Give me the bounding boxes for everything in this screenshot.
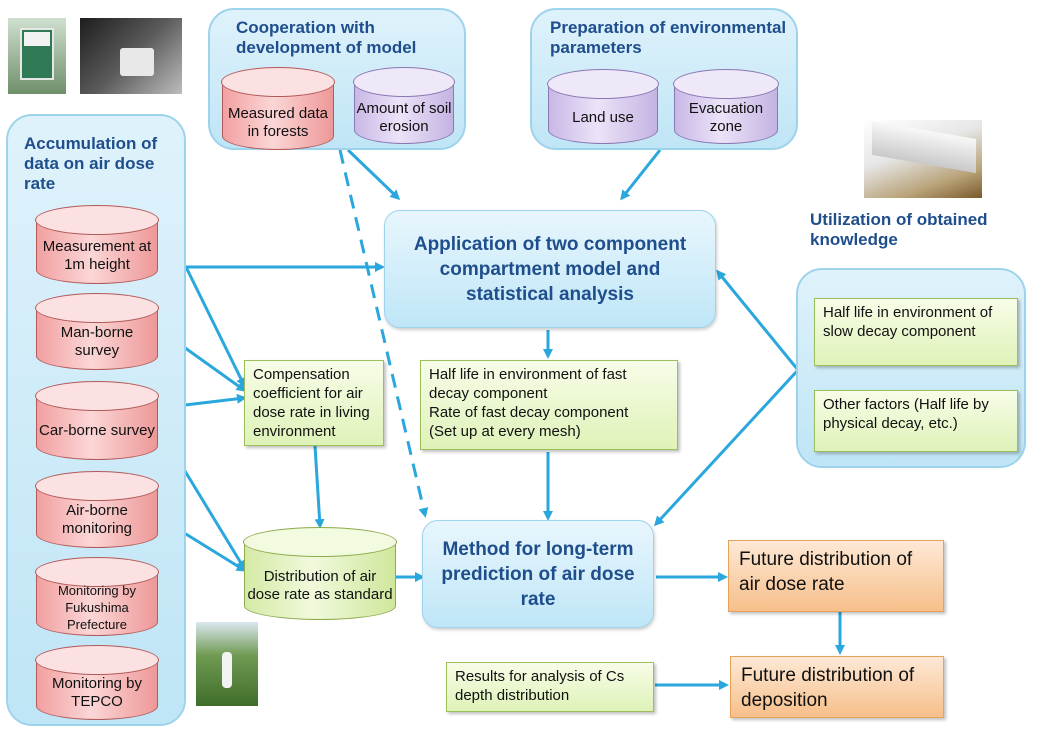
dosimeter-photo <box>8 18 66 94</box>
compensation-box: Compensation coefficient for air dose ra… <box>244 360 384 446</box>
evacuation-zone-cylinder: Evacuation zone <box>673 69 779 144</box>
half-life-fast-box: Half life in environment of fast decay c… <box>420 360 678 450</box>
arrow-utilization-to-method <box>653 368 800 527</box>
tepco-label: Monitoring by TEPCO <box>51 675 143 710</box>
distribution-standard-cylinder: Distribution of air dose rate as standar… <box>243 527 397 620</box>
arrow-forests-to-application <box>346 148 401 201</box>
cooperation-title: Cooperation with development of model <box>236 18 417 57</box>
measurement-1m-cylinder: Measurement at 1m height <box>35 205 159 284</box>
arrow-compensation-to-distribution <box>313 445 325 529</box>
preparation-title: Preparation of environmental parameters <box>550 18 787 57</box>
accumulation-title: Accumulation of data on air dose rate <box>24 134 158 193</box>
utilization-panel: Half life in environment of slow decay c… <box>796 268 1026 468</box>
future-air-dose-box: Future distribution of air dose rate <box>728 540 944 612</box>
car-borne-cylinder: Car-borne survey <box>35 381 159 460</box>
land-use-cylinder: Land use <box>547 69 659 144</box>
results-cs-box: Results for analysis of Cs depth distrib… <box>446 662 654 712</box>
tepco-cylinder: Monitoring by TEPCO <box>35 645 159 720</box>
field-survey-photo <box>196 622 258 706</box>
fukushima-cylinder: Monitoring by Fukushima Prefecture <box>35 557 159 636</box>
arrow-parameters-to-application <box>620 149 662 201</box>
measured-forests-label: Measured data in forests <box>227 105 329 140</box>
other-factors-box: Other factors (Half life by physical dec… <box>814 390 1018 452</box>
application-box: Application of two component compartment… <box>384 210 716 328</box>
utilization-title: Utilization of obtained knowledge <box>810 210 988 249</box>
slow-decay-box: Half life in environment of slow decay c… <box>814 298 1018 366</box>
man-borne-label: Man-borne survey <box>60 324 134 359</box>
book-photo <box>864 120 982 198</box>
soil-erosion-cylinder: Amount of soil erosion <box>353 67 455 144</box>
arrow-dashed-forests-to-method <box>338 149 429 518</box>
land-use-label: Land use <box>572 109 634 126</box>
method-box: Method for long-term prediction of air d… <box>422 520 654 628</box>
air-borne-cylinder: Air-borne monitoring <box>35 471 159 548</box>
car-borne-label: Car-borne survey <box>39 422 155 439</box>
future-deposition-box: Future distribution of deposition <box>730 656 944 718</box>
fukushima-label: Monitoring by Fukushima Prefecture <box>57 582 137 632</box>
soil-erosion-label: Amount of soil erosion <box>356 100 452 135</box>
measured-forests-cylinder: Measured data in forests <box>221 67 335 150</box>
car-survey-photo <box>80 18 182 94</box>
measurement-1m-label: Measurement at 1m height <box>42 238 152 273</box>
evacuation-zone-label: Evacuation zone <box>688 100 764 135</box>
cooperation-panel: Cooperation with development of model Me… <box>208 8 466 150</box>
arrow-measurement-to-compensation <box>184 266 246 388</box>
preparation-panel: Preparation of environmental parameters … <box>530 8 798 150</box>
man-borne-cylinder: Man-borne survey <box>35 293 159 370</box>
distribution-standard-label: Distribution of air dose rate as standar… <box>247 568 393 603</box>
air-borne-label: Air-borne monitoring <box>61 502 133 537</box>
arrow-utilization-to-application <box>716 269 800 371</box>
